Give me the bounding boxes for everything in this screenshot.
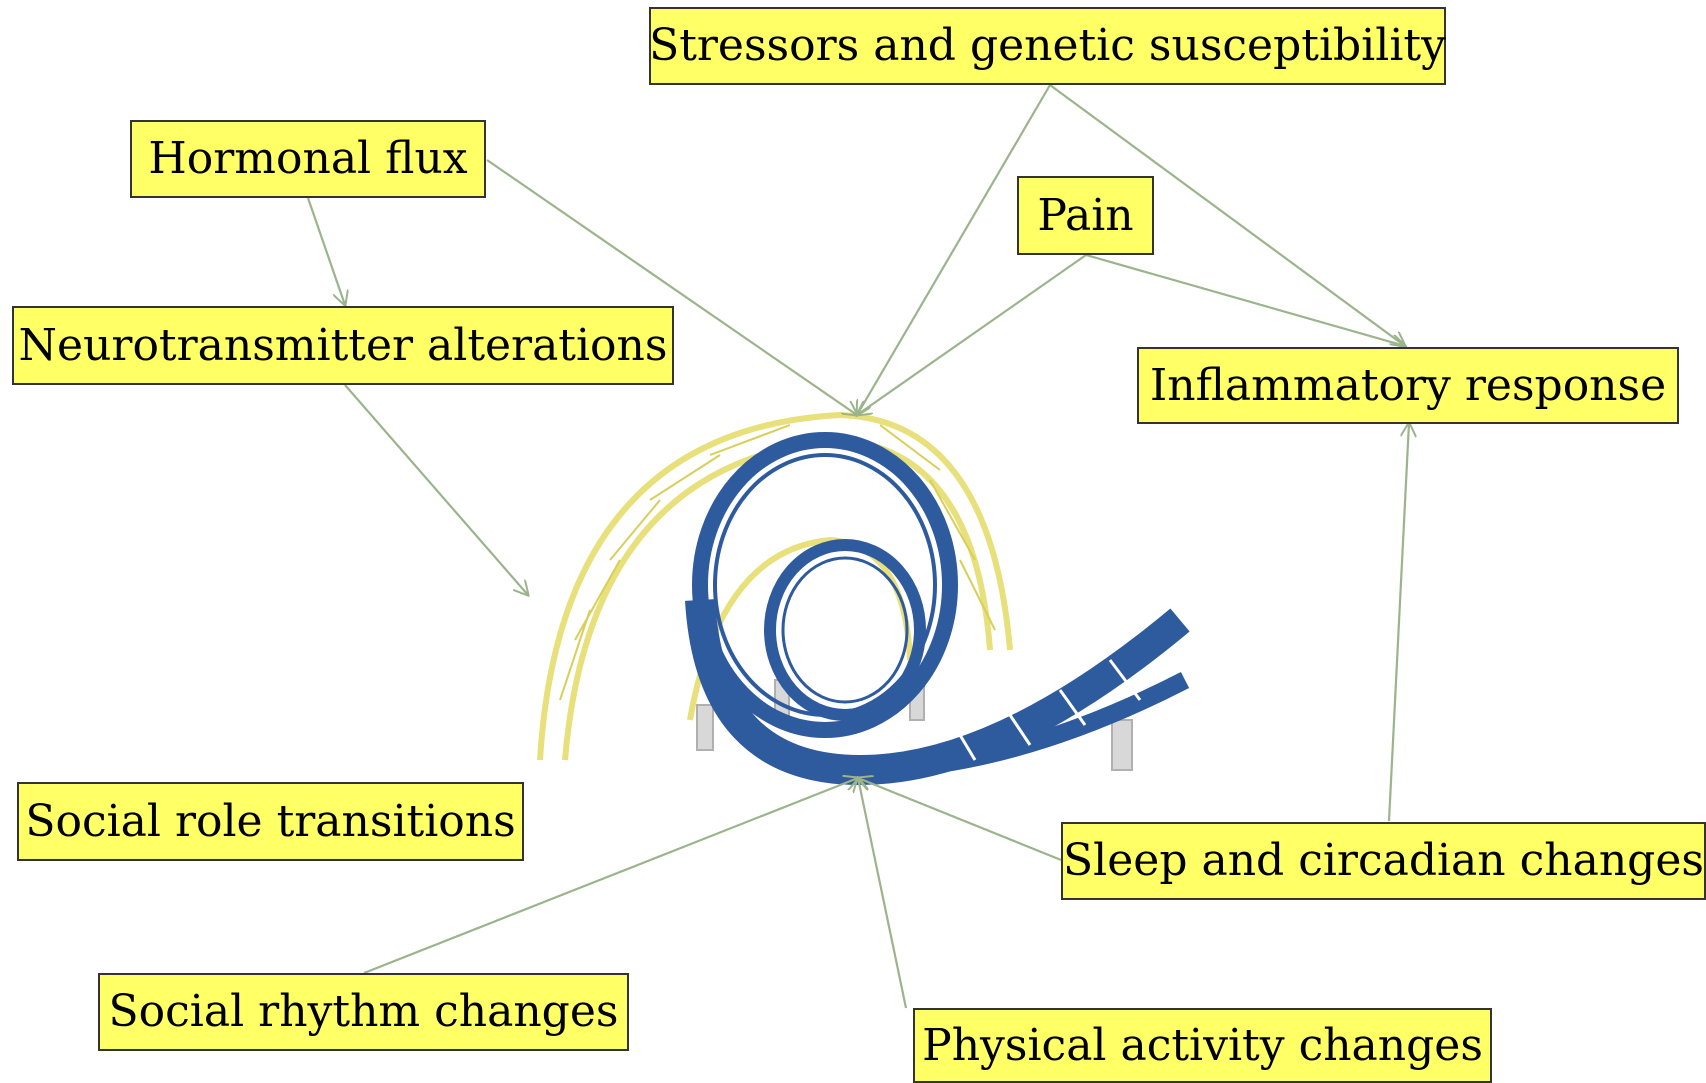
node-neuro: Neurotransmitter alterations xyxy=(12,306,674,385)
arrow-sleep-to-center xyxy=(858,778,1061,860)
node-social-rhythm-label: Social rhythm changes xyxy=(109,990,619,1034)
node-pain: Pain xyxy=(1017,176,1154,255)
node-physical-label: Physical activity changes xyxy=(922,1024,1483,1068)
node-neuro-label: Neurotransmitter alterations xyxy=(19,324,668,368)
node-stressors-label: Stressors and genetic susceptibility xyxy=(649,24,1446,68)
node-inflammatory-label: Inflammatory response xyxy=(1150,364,1666,408)
node-social-role-label: Social role transitions xyxy=(25,800,515,844)
arrow-neuro-to-center xyxy=(345,385,528,595)
node-pain-label: Pain xyxy=(1037,194,1133,238)
node-physical: Physical activity changes xyxy=(913,1008,1492,1083)
node-sleep: Sleep and circadian changes xyxy=(1061,822,1706,900)
node-inflammatory: Inflammatory response xyxy=(1137,347,1679,424)
node-social-role: Social role transitions xyxy=(17,782,524,861)
node-stressors: Stressors and genetic susceptibility xyxy=(649,7,1446,85)
node-sleep-label: Sleep and circadian changes xyxy=(1063,839,1704,883)
arrow-sleep-to-inflammatory xyxy=(1389,423,1409,821)
arrow-pain-to-inflammatory xyxy=(1086,255,1405,346)
arrow-hormonal-to-neuro xyxy=(308,198,345,305)
node-social-rhythm: Social rhythm changes xyxy=(98,973,629,1051)
node-hormonal-label: Hormonal flux xyxy=(148,137,467,181)
arrow-pain-to-center xyxy=(857,255,1086,415)
arrow-physical-to-center xyxy=(858,778,906,1008)
node-hormonal: Hormonal flux xyxy=(130,120,486,198)
